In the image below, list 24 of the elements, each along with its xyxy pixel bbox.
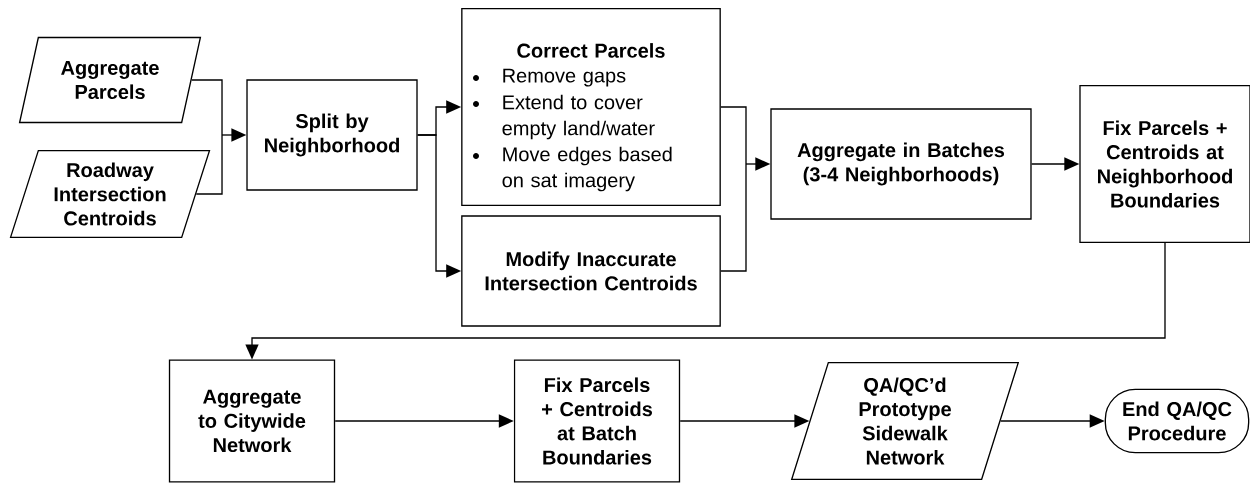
input-parallelogram: Aggregate Parcels (18, 36, 202, 124)
connector-line (720, 163, 747, 272)
arrow (745, 157, 771, 171)
arrow (1031, 157, 1080, 171)
arrow (1000, 414, 1105, 428)
connector-line (191, 79, 223, 136)
arrow (334, 414, 514, 428)
terminal-box: End QA/QC Procedure (1104, 388, 1250, 454)
process-box: Modify Inaccurate Intersection Centroids (461, 215, 721, 327)
process-box: Aggregate to Citywide Network (168, 359, 336, 483)
arrow (679, 414, 810, 428)
arrow (417, 134, 462, 278)
process-box: Fix Parcels + Centroids at Neighborhood Boundaries (1079, 85, 1250, 243)
bullet-item: Remove gaps (503, 68, 626, 87)
bullet-item: Extend to cover empty land/water (502, 94, 655, 140)
arrow (221, 128, 247, 142)
connector-line (195, 134, 223, 195)
bullet-item: Move edges based on sat imagery (502, 146, 672, 192)
process-box: Split by Neighborhood (246, 79, 418, 191)
connector-line (720, 106, 747, 165)
process-box: Aggregate in Batches (3-4 Neighborhoods) (770, 108, 1032, 220)
arrow (245, 242, 1166, 360)
input-parallelogram: Roadway Intersection Centroids (9, 150, 211, 238)
process-box: Fix Parcels + Centroids at Batch Boundaries (513, 359, 681, 483)
